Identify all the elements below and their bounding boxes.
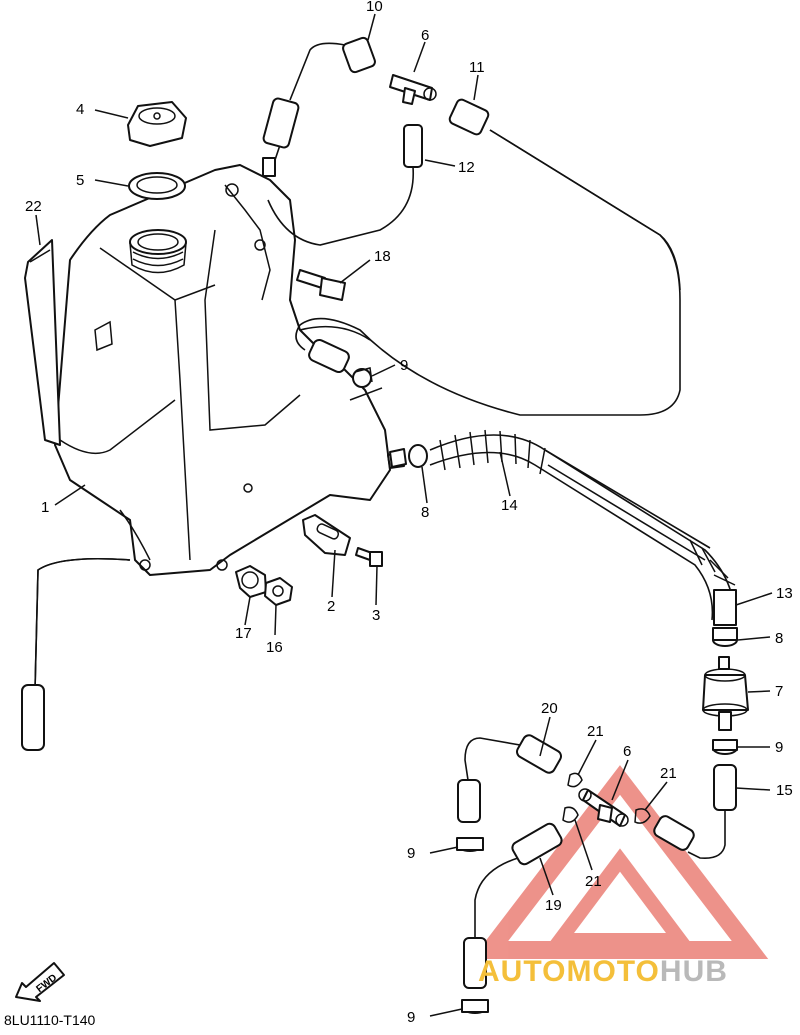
callout-labels: 10 6 11 4 12 5 22 18 9 8 14 1 13 2 3 17 …	[25, 0, 793, 1026]
fuel-tank	[54, 157, 405, 576]
callout-label: 21	[660, 765, 677, 782]
callout-label: 12	[458, 159, 475, 176]
callout-label: 9	[407, 845, 415, 862]
callout-label: 6	[623, 743, 631, 760]
callout-label: 13	[776, 585, 793, 602]
callout-label: 7	[775, 683, 783, 700]
callout-label: 15	[776, 782, 793, 799]
upper-breather-hoses	[262, 36, 681, 416]
tank-drain-hose	[21, 557, 131, 751]
callout-label: 2	[327, 598, 335, 615]
callout-label: 16	[266, 639, 283, 656]
bolt-3	[355, 547, 383, 567]
callout-label: 20	[541, 700, 558, 717]
fwd-arrow-icon: FWD	[15, 962, 65, 1002]
nut-16	[264, 577, 293, 606]
callout-label: 19	[545, 897, 562, 914]
callout-label: 5	[76, 172, 84, 189]
fuel-filter-7	[702, 627, 749, 755]
watermark-triangle	[471, 765, 769, 959]
callout-label: 18	[374, 248, 391, 265]
callout-label: 1	[41, 499, 49, 516]
callout-label: 4	[76, 101, 84, 118]
hose-clips-21	[562, 772, 651, 824]
callout-leaders	[35, 13, 773, 1017]
bolt-18	[296, 269, 346, 301]
watermark-brand-part1: AUTOMOTO	[478, 955, 660, 988]
callout-label: 6	[421, 27, 429, 44]
watermark-brand-part2: HUB	[659, 955, 728, 988]
watermark-brand: AUTOMOTOHUB	[478, 955, 728, 989]
side-cover	[24, 239, 61, 446]
bracket-2	[302, 514, 351, 556]
callout-label: 17	[235, 625, 252, 642]
t-fitting-lower	[578, 788, 629, 827]
callout-label: 8	[421, 504, 429, 521]
fuel-hose-15	[653, 764, 737, 860]
callout-label: 3	[372, 607, 380, 624]
callout-label: 9	[407, 1009, 415, 1026]
callout-label: 10	[366, 0, 383, 15]
cap-gasket	[128, 172, 186, 200]
fuel-hose-19	[461, 822, 563, 1014]
callout-label: 11	[469, 59, 485, 76]
callout-label: 22	[25, 198, 42, 215]
mid-hose-clamp	[308, 338, 383, 401]
damper-17	[235, 565, 267, 598]
callout-label: 8	[775, 630, 783, 647]
fuel-hose-20	[456, 734, 562, 852]
drawing-code: 8LU1110-T140	[4, 1012, 96, 1028]
callout-label: 9	[775, 739, 783, 756]
fuel-cap	[127, 101, 187, 147]
callout-label: 21	[585, 873, 602, 890]
callout-label: 21	[587, 723, 604, 740]
callout-label: 14	[501, 497, 518, 514]
fuel-hose-14	[389, 429, 737, 626]
callout-label: 9	[400, 357, 408, 374]
